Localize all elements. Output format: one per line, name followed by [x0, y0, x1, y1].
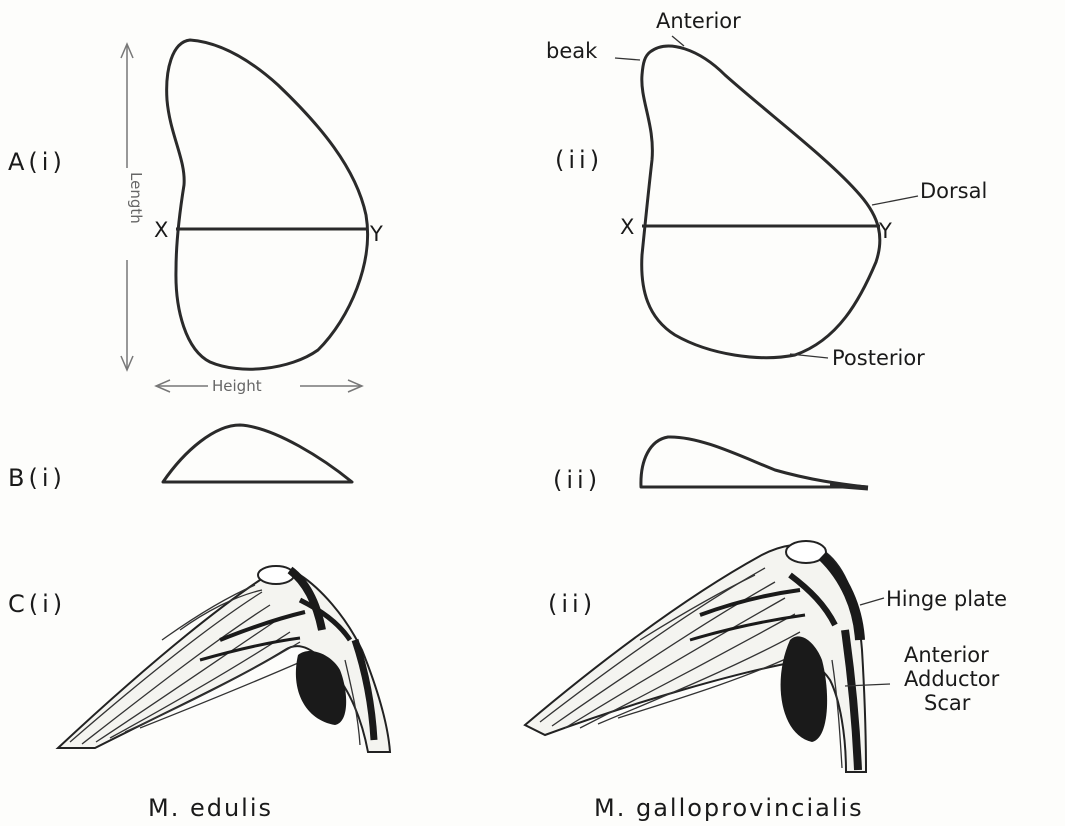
- x-label-right: X: [620, 215, 634, 239]
- posterior-label: Posterior: [832, 346, 925, 370]
- row-label-c-i: C(i): [8, 590, 66, 618]
- cross-section-b-i: [163, 425, 352, 482]
- row-label-a-i: A(i): [8, 148, 66, 176]
- row-label-b-i: B(i): [8, 464, 66, 492]
- y-label-right: Y: [878, 219, 892, 243]
- height-label: Height: [212, 377, 262, 395]
- row-label-a-ii: (ii): [555, 146, 603, 174]
- shell-outline-a-i: X Y: [154, 40, 383, 369]
- length-label: Length: [127, 172, 145, 224]
- y-label-left: Y: [369, 222, 383, 246]
- scar-label-line2: Adductor: [904, 667, 1000, 691]
- row-label-c-ii: (ii): [548, 590, 596, 618]
- shell-outline-a-ii: X Y beak Anterior Dorsal Posterior: [546, 9, 987, 370]
- hinge-section-c-ii: Hinge plate Anterior Adductor Scar: [525, 541, 1007, 772]
- species-caption-right: M. galloprovincialis: [594, 794, 864, 822]
- dorsal-label: Dorsal: [920, 179, 987, 203]
- row-label-b-ii: (ii): [553, 466, 601, 494]
- height-arrow: Height: [156, 377, 362, 395]
- species-caption-left: M. edulis: [148, 794, 273, 822]
- hinge-plate-label: Hinge plate: [886, 587, 1007, 611]
- anterior-label: Anterior: [656, 9, 741, 33]
- length-arrow: Length: [118, 44, 145, 370]
- scar-label-line3: Scar: [924, 691, 971, 715]
- beak-label: beak: [546, 39, 598, 63]
- cross-section-b-ii: [641, 437, 868, 488]
- scar-label-line1: Anterior: [904, 643, 989, 667]
- hinge-section-c-i: [58, 566, 390, 752]
- x-label-left: X: [154, 218, 168, 242]
